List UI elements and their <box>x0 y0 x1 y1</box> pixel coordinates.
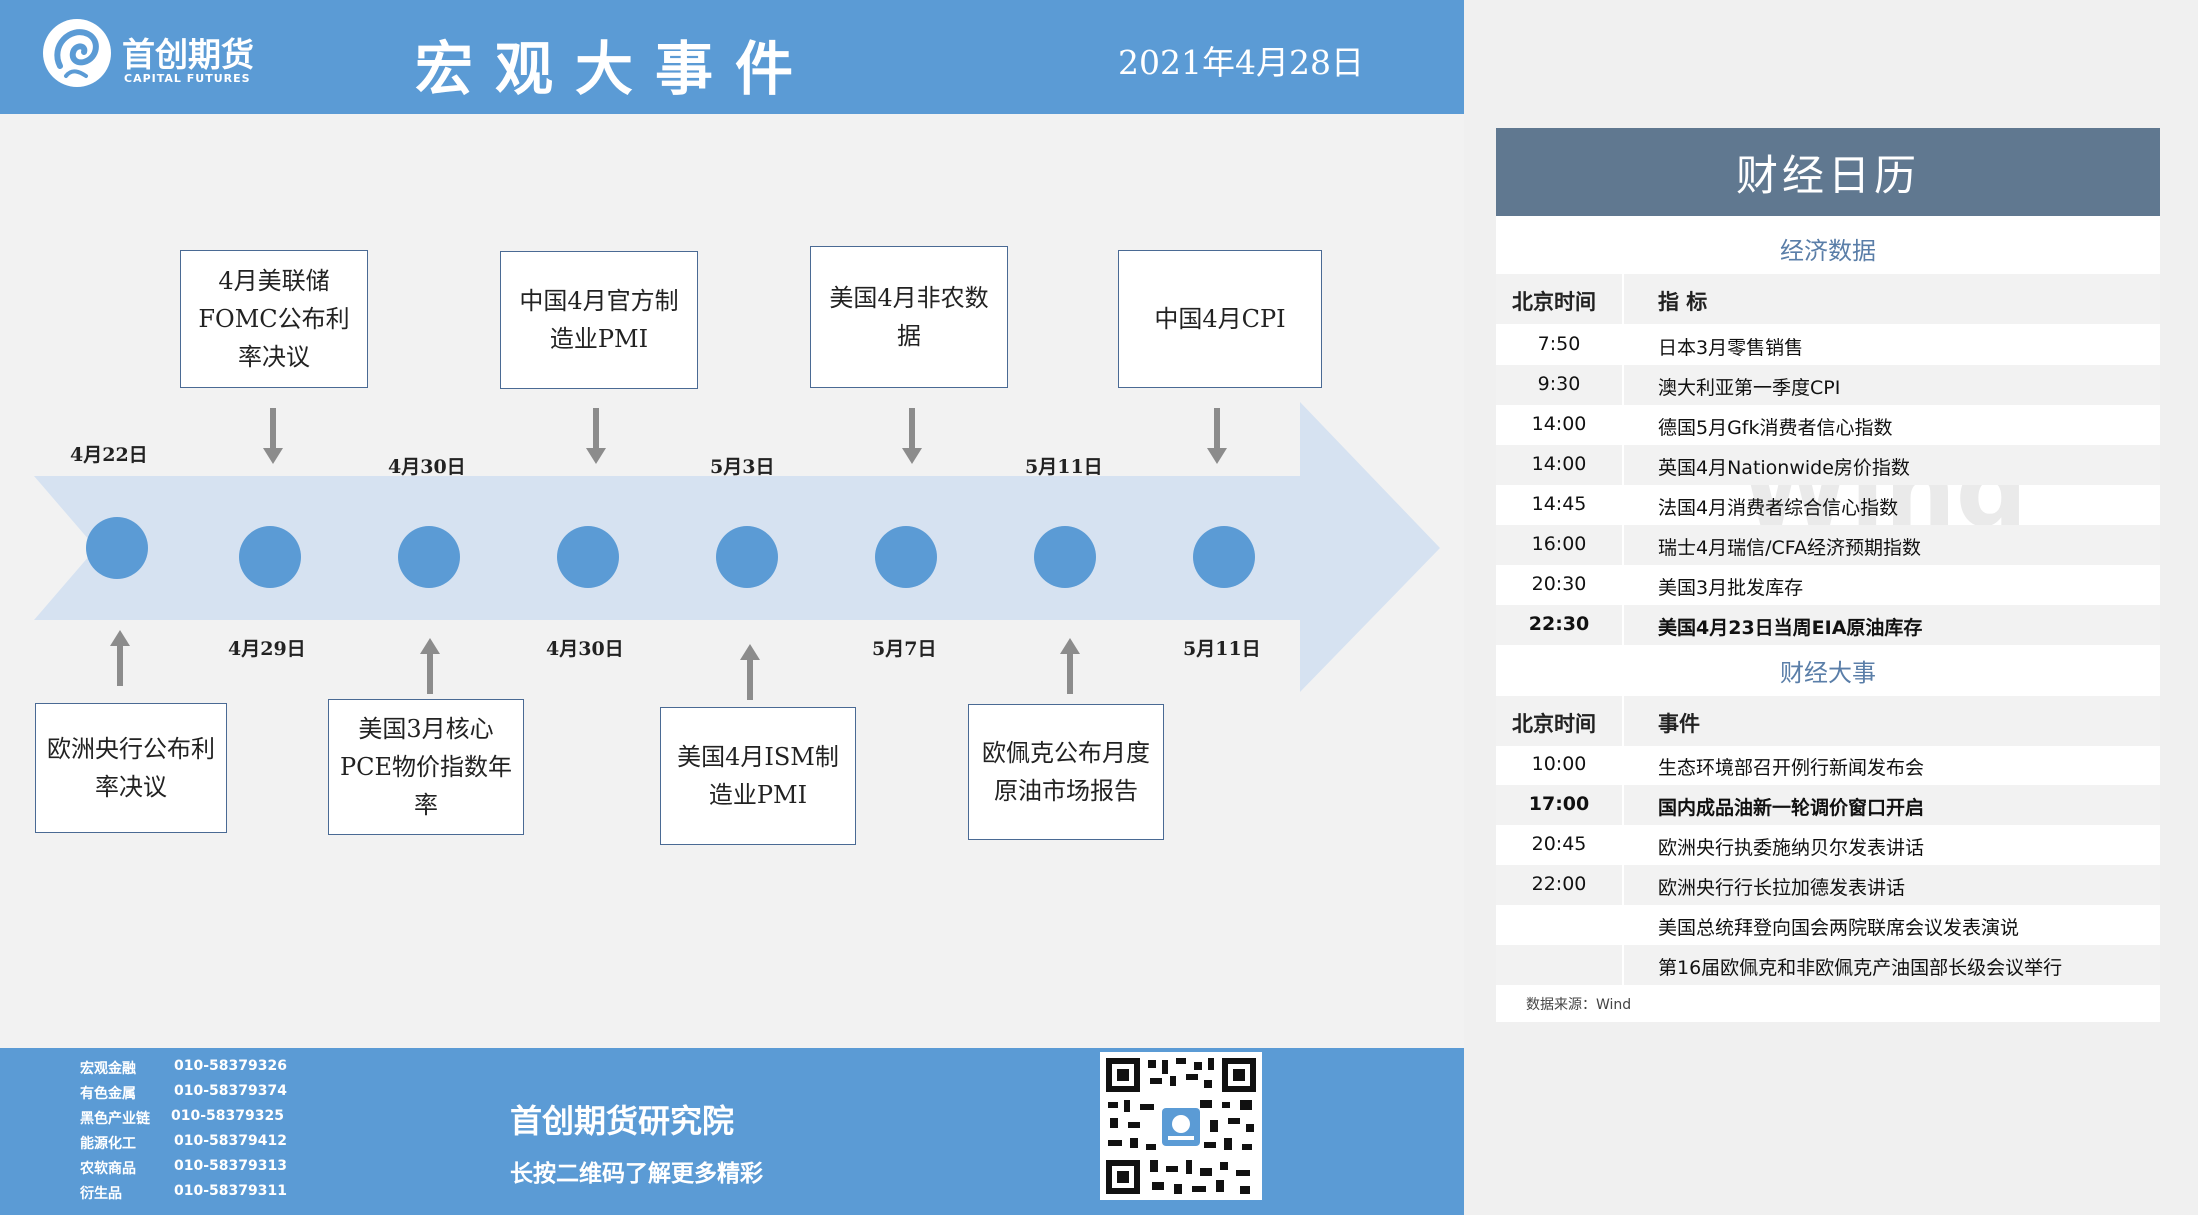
contact-phone: 010-58379412 <box>174 1133 287 1149</box>
brand-name: 首创期货 <box>122 35 254 74</box>
timeline-dot <box>398 526 460 588</box>
contact-name: 黑色产业链 <box>80 1111 150 1127</box>
date-label: 4月29日 <box>228 638 306 660</box>
brand-name-english: CAPITAL FUTURES <box>124 72 251 85</box>
contact-name: 有色金属 <box>80 1086 136 1102</box>
arrow-up-icon <box>1060 638 1080 694</box>
contact-phone: 010-58379326 <box>174 1058 287 1074</box>
event-box-ecb-rate: 欧洲央行公布利率决议 <box>35 703 227 833</box>
event-box-opec-report: 欧佩克公布月度原油市场报告 <box>968 704 1164 840</box>
company-logo-icon <box>43 19 111 87</box>
section-title-financial-events: 财经大事 <box>1496 646 2160 694</box>
event-box-china-cpi: 中国4月CPI <box>1118 250 1322 388</box>
arrow-up-icon <box>420 638 440 694</box>
economic-table-header: 北京时间 指 标 <box>1496 274 2160 324</box>
report-date: 2021年4月28日 <box>1118 43 1364 82</box>
date-label: 4月30日 <box>388 456 466 478</box>
arrow-down-icon <box>902 408 922 464</box>
arrow-up-icon <box>740 644 760 700</box>
event-box-fomc: 4月美联储FOMC公布利率决议 <box>180 250 368 388</box>
event-box-us-pce: 美国3月核心PCE物价指数年率 <box>328 699 524 835</box>
timeline-dot <box>875 526 937 588</box>
date-label: 4月22日 <box>70 444 148 466</box>
date-label: 5月3日 <box>710 456 775 478</box>
arrow-down-icon <box>263 408 283 464</box>
contact-phone: 010-58379374 <box>174 1083 287 1099</box>
contact-phone: 010-58379325 <box>171 1108 284 1124</box>
contact-name: 宏观金融 <box>80 1061 136 1077</box>
table-row: 第16届欧佩克和非欧佩克产油国部长级会议举行 <box>1496 945 2160 985</box>
column-divider <box>1622 696 1624 985</box>
table-row: 美国总统拜登向国会两院联席会议发表演说 <box>1658 917 2020 939</box>
arrow-down-icon <box>586 408 606 464</box>
event-box-us-ism: 美国4月ISM制造业PMI <box>660 707 856 845</box>
timeline-dot <box>86 517 148 579</box>
contact-name: 衍生品 <box>80 1186 122 1202</box>
calendar-title: 财经日历 <box>1496 128 2160 216</box>
qr-code-icon[interactable] <box>1100 1052 1262 1200</box>
page-title: 宏观大事件 <box>415 35 816 103</box>
timeline-dot <box>557 526 619 588</box>
contact-name: 能源化工 <box>80 1136 136 1152</box>
scan-qr-tip: 长按二维码了解更多精彩 <box>510 1161 763 1187</box>
arrow-down-icon <box>1207 408 1227 464</box>
section-title-economic-data: 经济数据 <box>1496 224 2160 272</box>
contact-phone: 010-58379311 <box>174 1183 287 1199</box>
col-head-time: 北京时间 <box>1512 712 1596 736</box>
event-box-us-nonfarm: 美国4月非农数据 <box>810 246 1008 388</box>
date-label: 5月7日 <box>872 638 937 660</box>
contact-name: 农软商品 <box>80 1161 136 1177</box>
timeline-dot <box>1193 526 1255 588</box>
data-source-note: 数据来源：Wind <box>1526 997 1632 1013</box>
institute-name: 首创期货研究院 <box>510 1102 735 1140</box>
date-label: 5月11日 <box>1183 638 1261 660</box>
event-box-china-pmi: 中国4月官方制造业PMI <box>500 251 698 389</box>
events-table-header: 北京时间 事件 <box>1496 696 2160 746</box>
timeline-dot <box>1034 526 1096 588</box>
arrow-up-icon <box>110 630 130 686</box>
timeline-dot <box>239 526 301 588</box>
date-label: 5月11日 <box>1025 456 1103 478</box>
col-head-item: 事件 <box>1658 712 1700 736</box>
header-bar <box>0 0 1464 114</box>
contact-phone: 010-58379313 <box>174 1158 287 1174</box>
timeline-dot <box>716 526 778 588</box>
col-head-item: 指 标 <box>1658 290 1708 314</box>
date-label: 4月30日 <box>546 638 624 660</box>
column-divider <box>1622 274 1624 645</box>
col-head-time: 北京时间 <box>1512 290 1596 314</box>
